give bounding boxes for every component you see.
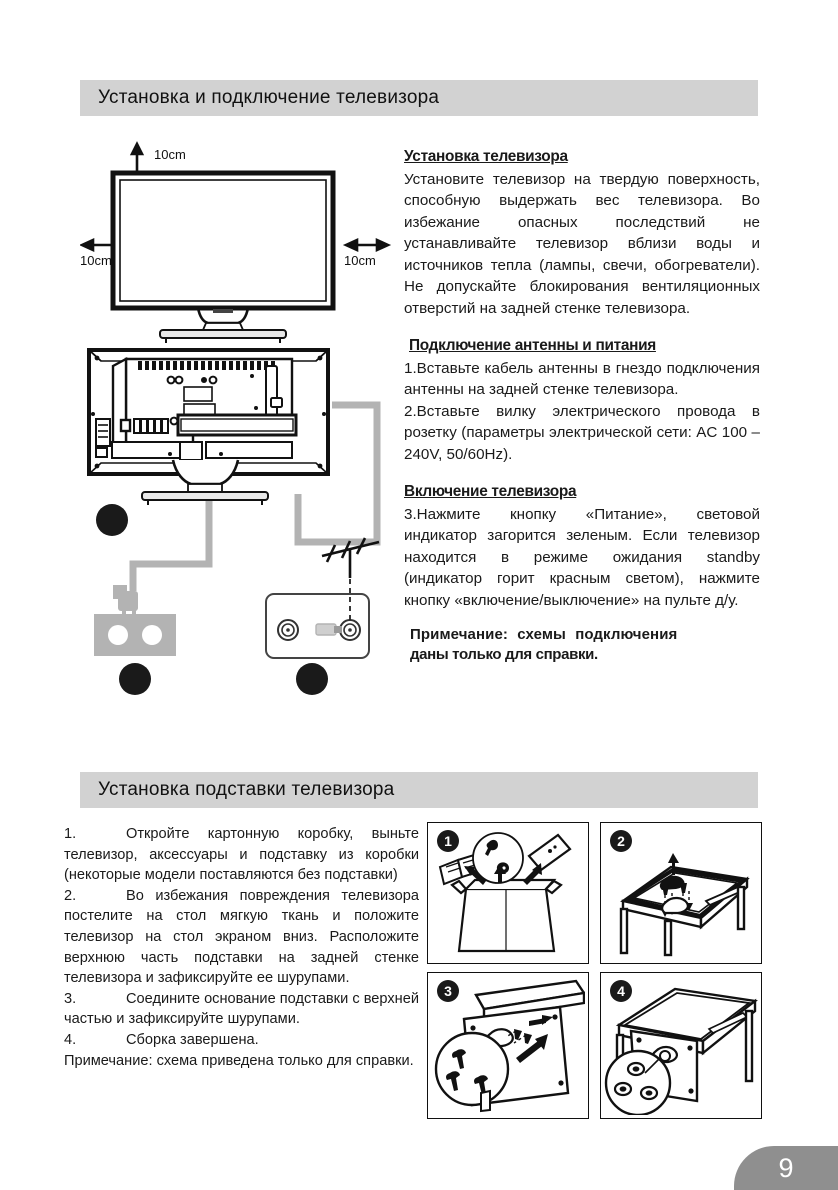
- arrow-out-icons: [464, 863, 542, 885]
- assembly-panel-1: 1: [427, 822, 589, 964]
- installation-diagrams: 10cm 10cm 10cm: [80, 140, 400, 760]
- stand-step-3-text: Соедините основание подставки с верхней …: [64, 990, 419, 1028]
- stand-step-2: 2.Во избежания повреждения телевизора по…: [64, 886, 419, 989]
- marker-dot-antenna: [296, 663, 328, 695]
- page-number-text: 9: [778, 1152, 794, 1183]
- note-line-1: Примечание: схемы подключения: [410, 626, 678, 643]
- stand-step-2-number: 2.: [64, 887, 77, 904]
- stand-step-1: 1.Откройте картонную коробку, выньте тел…: [64, 824, 419, 886]
- insert-arrow-icon: [516, 1034, 548, 1063]
- assembly-panel-2: 2: [600, 822, 762, 964]
- clearance-label-left: 10cm: [80, 253, 112, 268]
- stand-step-2-text: Во избежания повреждения телевизора пост…: [64, 887, 419, 987]
- tv-rear-body: [87, 348, 330, 505]
- marker-dot-socket: [119, 663, 151, 695]
- clearance-arrow-right: [342, 237, 392, 253]
- antenna-wall-plate: [265, 570, 370, 659]
- stand-step-4: 4. Сборка завершена.: [64, 1030, 419, 1051]
- heading-power-on: Включение телевизора: [404, 483, 577, 500]
- assembly-panel-3: 3: [427, 972, 589, 1119]
- paragraph-power-connect: 2.Вставьте вилку электрического провода …: [404, 402, 760, 463]
- screw-detail-icons: [446, 1049, 488, 1095]
- heading-antenna-power: Подключение антенны и питания: [409, 337, 656, 354]
- antenna-icon: [321, 537, 380, 578]
- section-header-stand: Установка подставки телевизора: [80, 772, 758, 808]
- stand-note: Примечание: схема приведена только для с…: [64, 1052, 414, 1069]
- assembly-panel-2-number: 2: [610, 830, 632, 852]
- vent-grille: [138, 361, 275, 370]
- stand-step-4-text: Сборка завершена.: [126, 1031, 259, 1048]
- antenna-socket-left: [277, 619, 299, 641]
- installation-note: Примечание: схемы подключения даны тольк…: [404, 625, 760, 665]
- paragraph-power-on: 3.Нажмите кнопку «Питание», световой инд…: [404, 505, 760, 609]
- assembly-panel-4-number: 4: [610, 980, 632, 1002]
- block-tv-installation: Установка телевизора Установите телевизо…: [404, 146, 760, 319]
- block-antenna-power: Подключение антенны и питания 1.Вставьте…: [404, 335, 760, 465]
- stand-step-3: 3.Соедините основание подставки с верхне…: [64, 989, 419, 1030]
- tv-front-view-diagram: [80, 141, 392, 343]
- assembly-panel-4: 4: [600, 972, 762, 1119]
- clearance-label-right: 10cm: [344, 253, 376, 268]
- assembly-panel-1-number: 1: [437, 830, 459, 852]
- stand-step-4-number: 4.: [64, 1031, 77, 1048]
- section-title-text: Установка и подключение телевизора: [98, 87, 440, 108]
- page-number-badge: 9: [734, 1146, 838, 1190]
- section-title-text-stand: Установка подставки телевизора: [98, 779, 395, 800]
- antenna-socket-right: [339, 619, 361, 641]
- tv-back-connection-diagram: [87, 348, 381, 695]
- installation-text-column: Установка телевизора Установите телевизо…: [404, 146, 760, 665]
- assembly-screws-icon: [662, 883, 687, 895]
- stand-step-1-text: Откройте картонную коробку, выньте телев…: [64, 826, 419, 884]
- assembly-panel-3-number: 3: [437, 980, 459, 1002]
- paragraph-antenna-connect: 1.Вставьте кабель антенны в гнездо подкл…: [404, 359, 760, 399]
- assembly-illustration-grid: 1: [427, 822, 762, 1119]
- note-line-2: даны только для справки.: [410, 646, 598, 663]
- heading-tv-installation: Установка телевизора: [404, 148, 568, 165]
- marker-dot-tv: [96, 504, 128, 536]
- wall-power-socket: [94, 585, 176, 656]
- section-header-installation: Установка и подключение телевизора: [80, 80, 758, 116]
- fastened-screws-detail: [613, 1061, 659, 1101]
- clearance-label-top: 10cm: [154, 147, 186, 162]
- remote-control-icon: [527, 833, 572, 872]
- stand-step-3-number: 3.: [64, 990, 77, 1007]
- paragraph-tv-installation: Установите телевизор на твердую поверхно…: [404, 170, 760, 317]
- antenna-jack: [270, 397, 283, 408]
- stand-steps-text: 1.Откройте картонную коробку, выньте тел…: [64, 824, 419, 1071]
- block-power-on: Включение телевизора 3.Нажмите кнопку «П…: [404, 481, 760, 665]
- stand-step-1-number: 1.: [64, 826, 77, 842]
